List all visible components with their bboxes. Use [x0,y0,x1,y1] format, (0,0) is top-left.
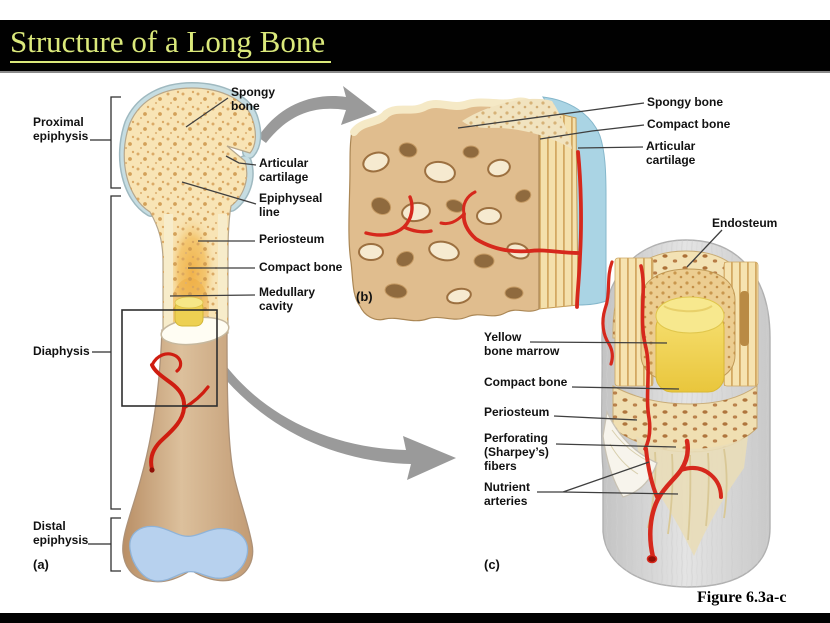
label-compact-bone-a: Compact bone [259,260,343,274]
proximal-epiphysis-bracket [110,96,121,189]
label-articular-cartilage-a: Articular cartilage [259,156,309,184]
panel-a-letter: (a) [33,557,49,572]
bone-cylinder-illustration [600,239,771,588]
bottom-bar [0,613,830,623]
panel-c-letter: (c) [484,557,500,572]
panel-b-letter: (b) [356,289,373,304]
region-brackets [88,96,121,572]
label-nutrient-arteries: Nutrient arteries [484,480,530,508]
leader-lines [169,97,723,495]
diaphysis-bracket [110,195,121,510]
trabecular-holes [358,142,532,305]
zoom-arrow-to-b-icon [258,86,377,143]
title-bar: Structure of a Long Bone [0,20,830,73]
arteries-c [601,260,723,560]
label-distal-epiphysis: Distal epiphysis [33,519,89,547]
label-proximal-epiphysis: Proximal epiphysis [33,115,89,143]
label-epiphyseal-line: Epiphyseal line [259,191,323,219]
distal-cartilage [129,525,249,582]
periosteum-flap [602,409,658,498]
label-periosteum-c: Periosteum [484,405,550,419]
distal-epiphysis-bracket [110,517,121,572]
label-perforating-fibers: Perforating (Sharpey’s) fibers [484,431,549,473]
spongy-block-illustration [348,96,607,322]
label-articular-cartilage-b: Articular cartilage [646,139,696,167]
bone-a-illustration [118,81,262,583]
label-diaphysis: Diaphysis [33,344,90,358]
yellow-marrow-shape [655,296,725,393]
zoom-region-box [121,309,218,407]
label-spongy-bone-a: Spongy bone [231,85,275,113]
vessels-b [364,150,583,309]
label-endosteum: Endosteum [712,216,778,230]
label-spongy-bone-b: Spongy bone [647,95,723,109]
label-compact-bone-c: Compact bone [484,375,568,389]
label-medullary-cavity: Medullary cavity [259,285,316,313]
label-yellow-bone-marrow: Yellow bone marrow [484,330,560,358]
label-periosteum-a: Periosteum [259,232,325,246]
figure-caption: Figure 6.3a-c [697,589,787,606]
slide-title: Structure of a Long Bone [10,24,332,63]
label-compact-bone-b: Compact bone [647,117,731,131]
marrow-plug-a [174,296,204,327]
zoom-arrow-to-c-icon [220,367,456,480]
